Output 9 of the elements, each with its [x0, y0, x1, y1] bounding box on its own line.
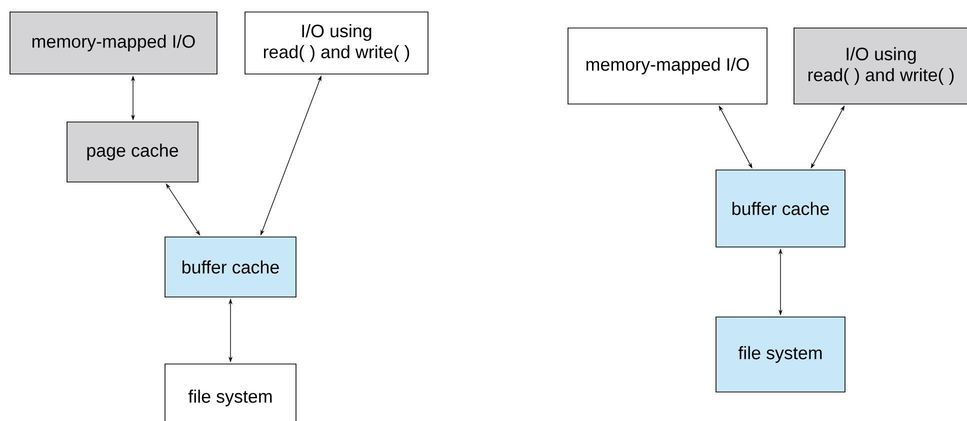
process-box: file system [164, 364, 296, 421]
process-box: I/O using read( ) and write( ) [244, 12, 428, 74]
process-box: memory-mapped I/O [10, 12, 218, 74]
process-box: file system [716, 316, 846, 392]
process-box: memory-mapped I/O [568, 28, 768, 104]
process-box: buffer cache [164, 236, 296, 298]
process-box: I/O using read( ) and write( ) [794, 28, 967, 104]
process-box: page cache [66, 122, 198, 182]
process-box: buffer cache [716, 170, 846, 248]
